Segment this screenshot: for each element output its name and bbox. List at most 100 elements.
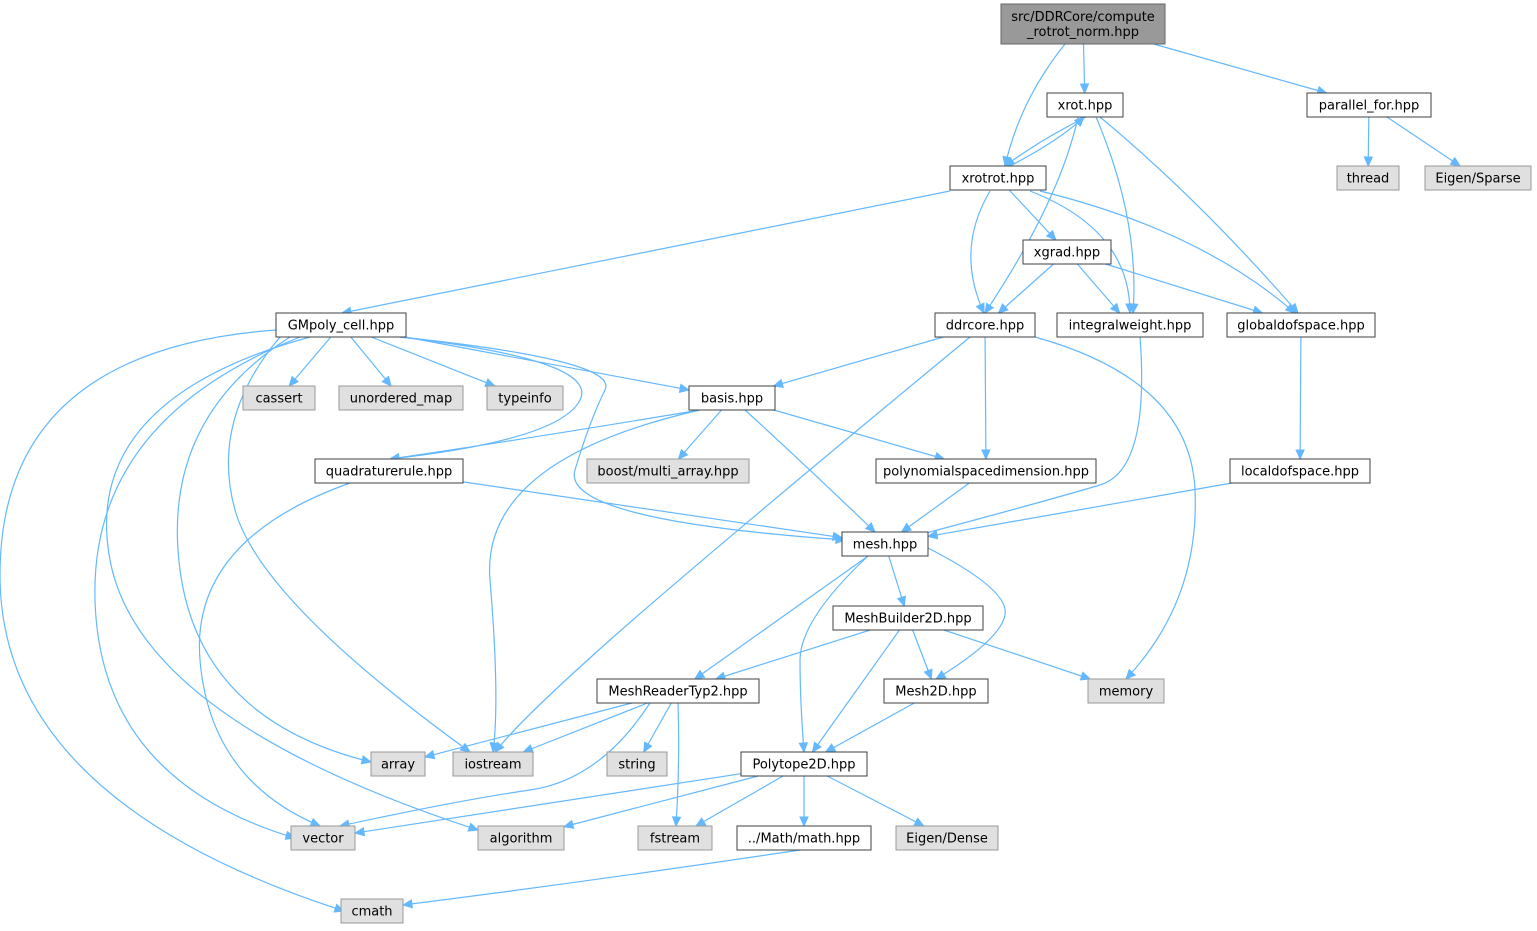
arrowhead xyxy=(975,302,985,315)
arrowhead xyxy=(1295,449,1305,461)
node-label: typeinfo xyxy=(498,392,551,407)
node-label: string xyxy=(618,758,655,773)
node-label: vector xyxy=(302,832,344,847)
arrowhead xyxy=(693,669,706,680)
edge-mesh-to-polytope2d xyxy=(798,555,869,754)
node-meshbuilder2d[interactable]: MeshBuilder2D.hpp xyxy=(832,605,984,631)
node-mesh[interactable]: mesh.hpp xyxy=(841,531,929,557)
edge-gmpoly-to-array xyxy=(176,336,373,765)
arrowhead xyxy=(522,744,535,753)
arrowhead xyxy=(1125,303,1135,315)
edge-polyspacedim-to-mesh xyxy=(900,482,970,533)
node-label: mesh.hpp xyxy=(853,538,918,553)
edge-basis-to-mesh xyxy=(744,409,876,533)
arrowhead xyxy=(484,378,496,387)
node-gmpoly[interactable]: GMpoly_cell.hpp xyxy=(275,312,407,338)
edge-xrot-to-xrotrot xyxy=(1004,116,1087,167)
edge-ddrcore-to-basis xyxy=(772,336,944,388)
edge-basis-to-iostream xyxy=(488,409,701,754)
node-root[interactable]: src/DDRCore/compute_rotrot_norm.hpp xyxy=(1000,3,1166,45)
arrowhead xyxy=(678,383,691,393)
edge-meshbuilder2d-to-meshreadertyp2 xyxy=(714,629,871,681)
node-xrot[interactable]: xrot.hpp xyxy=(1046,92,1124,118)
edge-xrot-to-globaldofspace xyxy=(1099,116,1299,314)
edge-gmpoly-to-algorithm xyxy=(106,336,480,832)
node-box xyxy=(934,312,1036,338)
node-label: globaldofspace.hpp xyxy=(1237,319,1364,334)
node-label: cassert xyxy=(255,392,302,407)
node-polytope2d[interactable]: Polytope2D.hpp xyxy=(740,751,868,777)
node-box xyxy=(338,385,464,411)
node-box xyxy=(1226,312,1376,338)
node-ddrcore[interactable]: ddrcore.hpp xyxy=(934,312,1036,338)
node-localdofspace[interactable]: localdofspace.hpp xyxy=(1229,458,1371,484)
node-box xyxy=(832,605,984,631)
edge-meshreadertyp2-to-fstream xyxy=(671,702,682,828)
node-box xyxy=(1046,92,1124,118)
arrowhead xyxy=(309,817,322,827)
arrowhead xyxy=(489,741,500,754)
node-box xyxy=(486,385,564,411)
edge-meshreadertyp2-to-iostream xyxy=(522,702,648,753)
node-label: ../Math/math.hpp xyxy=(748,832,860,847)
arrowhead xyxy=(1449,156,1462,167)
node-box xyxy=(1087,678,1165,704)
node-box xyxy=(1000,3,1166,45)
node-label: MeshReaderTyp2.hpp xyxy=(608,685,747,700)
node-math[interactable]: ../Math/math.hpp xyxy=(736,825,872,851)
edge-gmpoly-to-basis xyxy=(405,336,691,393)
node-globaldofspace[interactable]: globaldofspace.hpp xyxy=(1226,312,1376,338)
arrowhead xyxy=(467,822,480,832)
node-meshreadertyp2[interactable]: MeshReaderTyp2.hpp xyxy=(596,678,760,704)
node-label: unordered_map xyxy=(350,392,453,407)
node-xgrad[interactable]: xgrad.hpp xyxy=(1022,239,1112,265)
edge-meshbuilder2d-to-polytope2d xyxy=(811,629,900,754)
arrowhead xyxy=(677,448,689,460)
edge-integralweight-to-mesh xyxy=(898,336,1143,543)
node-box xyxy=(688,385,776,411)
node-label: basis.hpp xyxy=(701,392,763,407)
node-label: Mesh2D.hpp xyxy=(895,685,976,700)
arrowhead xyxy=(671,816,682,828)
node-box xyxy=(1229,458,1371,484)
node-label: xrotrot.hpp xyxy=(962,172,1035,187)
arrowhead xyxy=(562,819,575,829)
arrowhead xyxy=(288,375,300,387)
edge-gmpoly-to-cmath xyxy=(0,329,346,913)
edge-meshreadertyp2-to-array xyxy=(423,702,633,760)
edge-xgrad-to-integralweight xyxy=(1076,263,1121,314)
node-eigen-dense: Eigen/Dense xyxy=(895,825,999,851)
node-label: GMpoly_cell.hpp xyxy=(288,319,395,334)
arrowhead xyxy=(923,668,933,681)
node-box xyxy=(1056,312,1204,338)
node-eigen-sparse: Eigen/Sparse xyxy=(1424,165,1532,191)
node-parallel-for[interactable]: parallel_for.hpp xyxy=(1306,92,1432,118)
arrowhead xyxy=(381,375,392,387)
node-label: Eigen/Sparse xyxy=(1435,172,1520,187)
edge-xrotrot-to-gmpoly xyxy=(340,190,951,316)
node-label: cmath xyxy=(351,905,392,920)
edge-basis-to-boost_multi_array xyxy=(677,409,722,460)
node-label: quadraturerule.hpp xyxy=(326,465,452,480)
node-mesh2d[interactable]: Mesh2D.hpp xyxy=(883,678,989,704)
node-xrotrot[interactable]: xrotrot.hpp xyxy=(949,165,1047,191)
node-label: polynomialspacedimension.hpp xyxy=(883,465,1089,480)
node-cassert: cassert xyxy=(242,385,316,411)
edge-gmpoly-to-vector xyxy=(94,336,301,840)
node-box xyxy=(1336,165,1400,191)
arrowhead xyxy=(1125,668,1137,680)
edge-basis-to-quadraturerule xyxy=(388,409,701,463)
edge-localdofspace-to-mesh xyxy=(926,482,1232,540)
arrowhead xyxy=(1045,229,1057,241)
edge-gmpoly-to-cassert xyxy=(288,336,332,387)
arrowhead xyxy=(1363,156,1374,168)
edge-math-to-cmath xyxy=(401,849,801,909)
edge-xrotrot-to-ddrcore xyxy=(970,190,991,315)
node-polyspacedim[interactable]: polynomialspacedimension.hpp xyxy=(875,458,1097,484)
node-basis[interactable]: basis.hpp xyxy=(688,385,776,411)
edge-xrot-to-integralweight xyxy=(1095,116,1139,315)
node-quadraturerule[interactable]: quadraturerule.hpp xyxy=(314,458,464,484)
node-integralweight[interactable]: integralweight.hpp xyxy=(1056,312,1204,338)
node-label: array xyxy=(381,758,415,773)
arrowhead xyxy=(1004,156,1016,167)
